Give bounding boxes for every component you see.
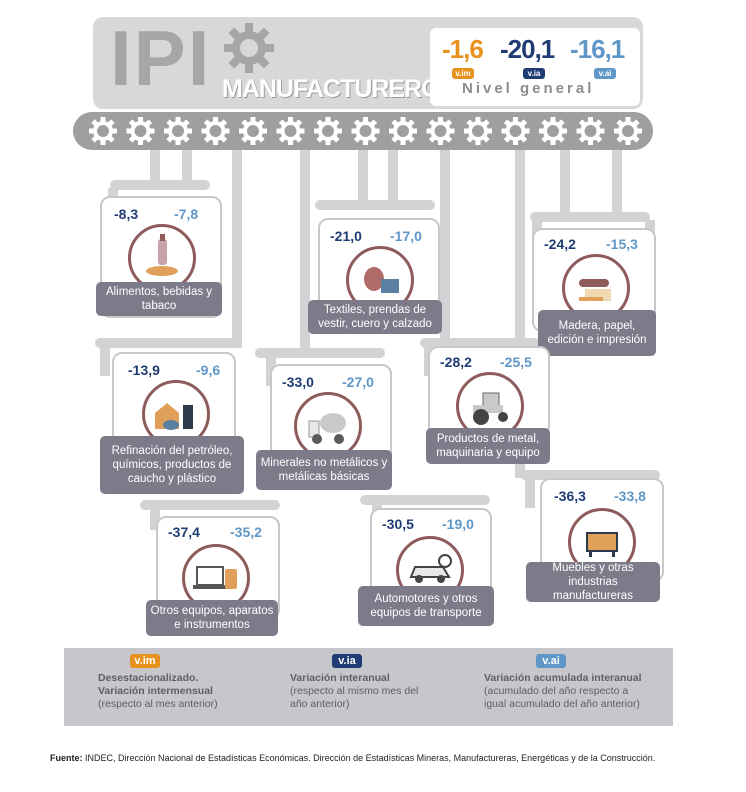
legend-vim-bold2: Variación intermensual [98,685,213,697]
sector-label: Muebles y otras industrias manufacturera… [526,562,660,602]
conveyor-gear-icon [89,117,117,145]
sector-label: Productos de metal, maquinaria y equipo [426,428,550,464]
conveyor-gear-icon [314,117,342,145]
legend: v.im Desestacionalizado. Variación inter… [64,648,673,726]
tag-vai: v.ai [594,68,616,79]
sector-via-value: -28,2 [440,354,472,370]
sector-vai-value: -33,8 [614,488,646,504]
sector-vai-value: -15,3 [606,236,638,252]
ipi-title: IPI [110,14,212,102]
sector-vai-value: -7,8 [174,206,199,222]
ipi-subtitle: MANUFACTURERO [222,75,441,103]
sector-card-metal: -28,2 -25,5 [428,346,550,440]
tag-via: v.ia [523,68,545,79]
sector-via-value: -8,3 [114,206,139,222]
sector-via-value: -36,3 [554,488,586,504]
sector-label: Textiles, prendas de vestir, cuero y cal… [308,300,442,334]
legend-vai-bold: Variación acumulada interanual [484,672,642,684]
sector-vai-value: -27,0 [342,374,374,390]
legend-via-note: (respecto al mismo mes del año anterior) [290,685,419,710]
legend-tag-vai: v.ai [536,654,566,668]
sector-vai-value: -19,0 [442,516,474,532]
conveyor-gear-icon [201,117,230,145]
source-footer: Fuente: INDEC, Dirección Nacional de Est… [50,753,655,763]
legend-via-text: Variación interanual (respecto al mismo … [290,672,420,711]
sector-label: Minerales no metálicos y metálicas básic… [256,450,392,490]
sector-vai-value: -25,5 [500,354,532,370]
nivel-general-label: Nivel general [462,80,595,97]
source-text: INDEC, Dirección Nacional de Estadística… [82,753,656,763]
sector-label: Alimentos, bebidas y tabaco [96,282,222,316]
conveyor-gear-icon [126,117,155,145]
conveyor-gear-icon [164,117,192,145]
sector-label: Otros equipos, aparatos e instrumentos [146,600,278,636]
legend-via-bold: Variación interanual [290,672,390,684]
sector-label: Refinación del petróleo, químicos, produ… [100,436,244,494]
legend-vim-text: Desestacionalizado. Variación intermensu… [98,672,248,711]
sector-via-value: -33,0 [282,374,314,390]
conveyor-gear-icon [501,117,530,145]
legend-vai-text: Variación acumulada interanual (acumulad… [484,672,649,711]
conveyor-gear-icon [614,117,642,145]
conveyor-gear-icon [576,117,605,145]
sector-vai-value: -9,6 [196,362,221,378]
sector-via-value: -13,9 [128,362,160,378]
legend-tag-via: v.ia [332,654,362,668]
sector-via-value: -24,2 [544,236,576,252]
conveyor-gear-icon [464,117,492,145]
sector-vai-value: -17,0 [390,228,422,244]
legend-tag-vim: v.im [130,654,160,668]
sector-via-value: -21,0 [330,228,362,244]
legend-vim-note: (respecto al mes anterior) [98,698,218,710]
nivel-via-value: -20,1 [500,34,555,64]
nivel-general-box: -1,6 -20,1 -16,1 v.im v.ia v.ai Nivel ge… [430,28,640,106]
conveyor-gear-icon [539,117,567,145]
conveyor-gear-icon [239,117,267,145]
sector-via-value: -30,5 [382,516,414,532]
cement-mixer-icon [294,392,362,460]
nivel-vim-value: -1,6 [442,34,484,64]
legend-vai-note: (acumulado del año respecto a igual acum… [484,685,640,710]
conveyor-gear-icon [426,117,455,145]
sector-via-value: -37,4 [168,524,200,540]
source-label: Fuente: [50,753,83,763]
nivel-vai-value: -16,1 [570,34,625,64]
conveyor-gears [89,117,642,145]
tag-vim: v.im [452,68,474,79]
sector-label: Automotores y otros equipos de transport… [358,586,494,626]
conveyor-gear-icon [351,117,380,145]
sector-label: Madera, papel, edición e impresión [538,310,656,356]
legend-vim-bold1: Desestacionalizado. [98,672,199,684]
conveyor-gear-icon [276,117,305,145]
gear-icon [224,23,274,73]
conveyor-gear-icon [389,117,417,145]
sector-vai-value: -35,2 [230,524,262,540]
